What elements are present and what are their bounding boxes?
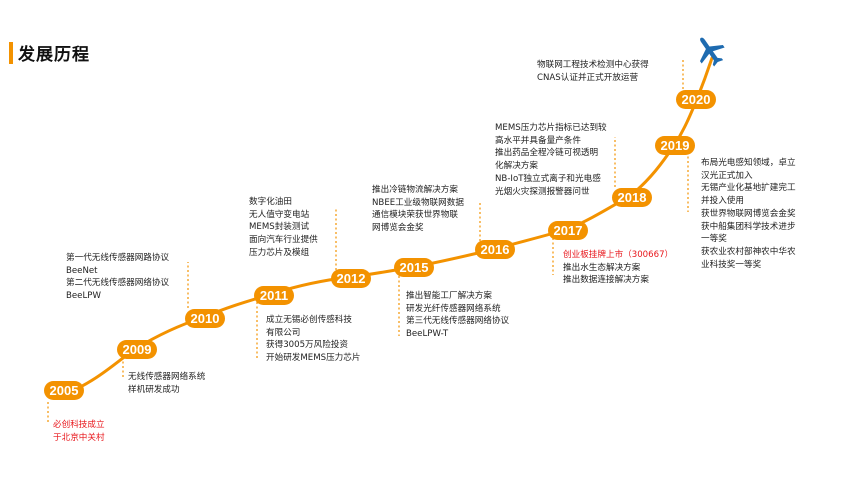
year-pill-2015: 2015 [394, 258, 434, 277]
year-pill-2009: 2009 [117, 340, 157, 359]
year-label: 2011 [259, 288, 289, 303]
event-line: 第一代无线传感器网路协议 [66, 253, 170, 263]
year-label: 2019 [660, 138, 690, 153]
event-line: NBEE工业级物联网数据 [372, 197, 464, 208]
year-pill-2017: 2017 [548, 221, 588, 240]
event-line: 无人值守变电站 [249, 209, 310, 220]
event-line: 无锡产业化基地扩建完工 [701, 183, 796, 194]
year-label: 2010 [190, 311, 220, 326]
event-line: BeeLPW-T [406, 329, 449, 340]
page-title: 发展历程 [18, 45, 90, 65]
event-line: 必创科技成立 [53, 420, 105, 430]
title-accent-bar [9, 42, 13, 64]
event-line: 通信模块荣获世界物联 [372, 210, 458, 221]
year-pill-2016: 2016 [475, 240, 515, 259]
event-line: 一等奖 [701, 234, 727, 245]
year-label: 2018 [617, 190, 647, 205]
event-block-2017: 创业板挂牌上市（300667） 推出水生态解决方案推出数据连接解决方案 [563, 249, 673, 287]
event-line: 物联网工程技术检测中心获得 [537, 60, 649, 70]
year-pill-2005: 2005 [44, 381, 84, 400]
event-line: 数字化油田 [249, 197, 292, 207]
event-line: 布局光电感知领域，卓立 [701, 158, 796, 168]
event-line: MEMS封装测试 [249, 222, 310, 233]
event-block-2012: 数字化油田无人值守变电站 MEMS封装测试面向汽车行业提供压力芯片及模组 [249, 196, 318, 260]
event-line: 并投入使用 [701, 196, 744, 207]
event-line: 压力芯片及模组 [249, 247, 310, 258]
event-line: 获农业农村部神农中华农 [701, 246, 796, 257]
year-pill-2012: 2012 [331, 269, 371, 288]
event-block-2019: 布局光电感知领域，卓立汉光正式加入无锡产业化基地扩建完工并投入使用获世界物联网博… [701, 157, 796, 271]
year-pill-2018: 2018 [612, 188, 652, 207]
event-line: NB-IoT独立式离子和光电感 [495, 173, 601, 184]
event-block-2009: 无线传感器网络系统样机研发成功 [128, 371, 205, 396]
year-label: 2009 [122, 342, 152, 357]
year-label: 2012 [336, 271, 366, 286]
airplane-icon [699, 37, 725, 67]
event-line: 第三代无线传感器网络协议 [406, 316, 510, 327]
connector-lines [47, 58, 689, 424]
event-line: 有限公司 [266, 327, 301, 338]
event-line: 成立无锡必创传感科技 [266, 315, 352, 325]
event-line: 无线传感器网络系统 [128, 372, 206, 382]
event-line: 网博览会金奖 [372, 223, 424, 234]
event-block-2016: 推出冷链物流解决方案 NBEE工业级物联网数据通信模块荣获世界物联网博览会金奖 [372, 184, 464, 235]
event-line: 创业板挂牌上市（300667） [563, 250, 674, 260]
event-line: 面向汽车行业提供 [249, 235, 318, 246]
event-block-2011: 成立无锡必创传感科技有限公司获得3005万风险投资开始研发MEMS压力芯片 [266, 314, 360, 365]
event-line: 推出药品全程冷链可视透明 [495, 148, 599, 159]
event-line: 化解决方案 [495, 161, 538, 172]
event-line: 推出冷链物流解决方案 [372, 185, 458, 195]
event-line: 获中船集团科学技术进步 [701, 221, 796, 232]
event-line: 业科技奖一等奖 [701, 259, 762, 270]
event-line: 获世界物联网博览会金奖 [701, 208, 796, 219]
year-pill-2019: 2019 [655, 136, 695, 155]
event-line: 于北京中关村 [53, 432, 105, 443]
event-block-2015: 推出智能工厂解决方案研发光纤传感器网络系统第三代无线传感器网络协议 BeeLPW-… [406, 290, 509, 341]
event-line: 推出水生态解决方案 [563, 262, 641, 273]
event-line: 样机研发成功 [128, 384, 180, 395]
event-line: 推出智能工厂解决方案 [406, 291, 492, 301]
year-label: 2015 [399, 260, 429, 275]
event-line: 高水平并具备量产条件 [495, 135, 581, 146]
event-line: 开始研发MEMS压力芯片 [266, 353, 361, 364]
event-block-2020: 物联网工程技术检测中心获得 CNAS认证并正式开放运营 [537, 59, 649, 84]
event-line: 获得3005万风险投资 [266, 340, 349, 351]
year-label: 2020 [681, 92, 711, 107]
event-line: BeeNet [66, 265, 98, 276]
event-line: 研发光纤传感器网络系统 [406, 303, 501, 314]
event-line: 第二代无线传感器网络协议 [66, 278, 170, 289]
year-pill-2020: 2020 [676, 90, 716, 109]
event-line: 光烟火灾探测报警器问世 [495, 186, 590, 197]
year-pill-2010: 2010 [185, 309, 225, 328]
event-line: CNAS认证并正式开放运营 [537, 72, 639, 83]
event-block-2018: MEMS压力芯片指标已达到较高水平并具备量产条件推出药品全程冷链可视透明化解决方… [495, 122, 607, 198]
year-label: 2016 [480, 242, 510, 257]
event-line: 汉光正式加入 [701, 170, 753, 181]
event-block-2005: 必创科技成立于北京中关村 [53, 419, 105, 444]
event-block-2010: 第一代无线传感器网路协议 BeeNet 第二代无线传感器网络协议 BeeLPW [66, 252, 169, 303]
event-line: MEMS压力芯片指标已达到较 [495, 123, 607, 133]
year-label: 2017 [553, 223, 583, 238]
event-line: 推出数据连接解决方案 [563, 275, 649, 286]
year-pill-2011: 2011 [254, 286, 294, 305]
year-label: 2005 [49, 383, 79, 398]
event-line: BeeLPW [66, 291, 101, 302]
